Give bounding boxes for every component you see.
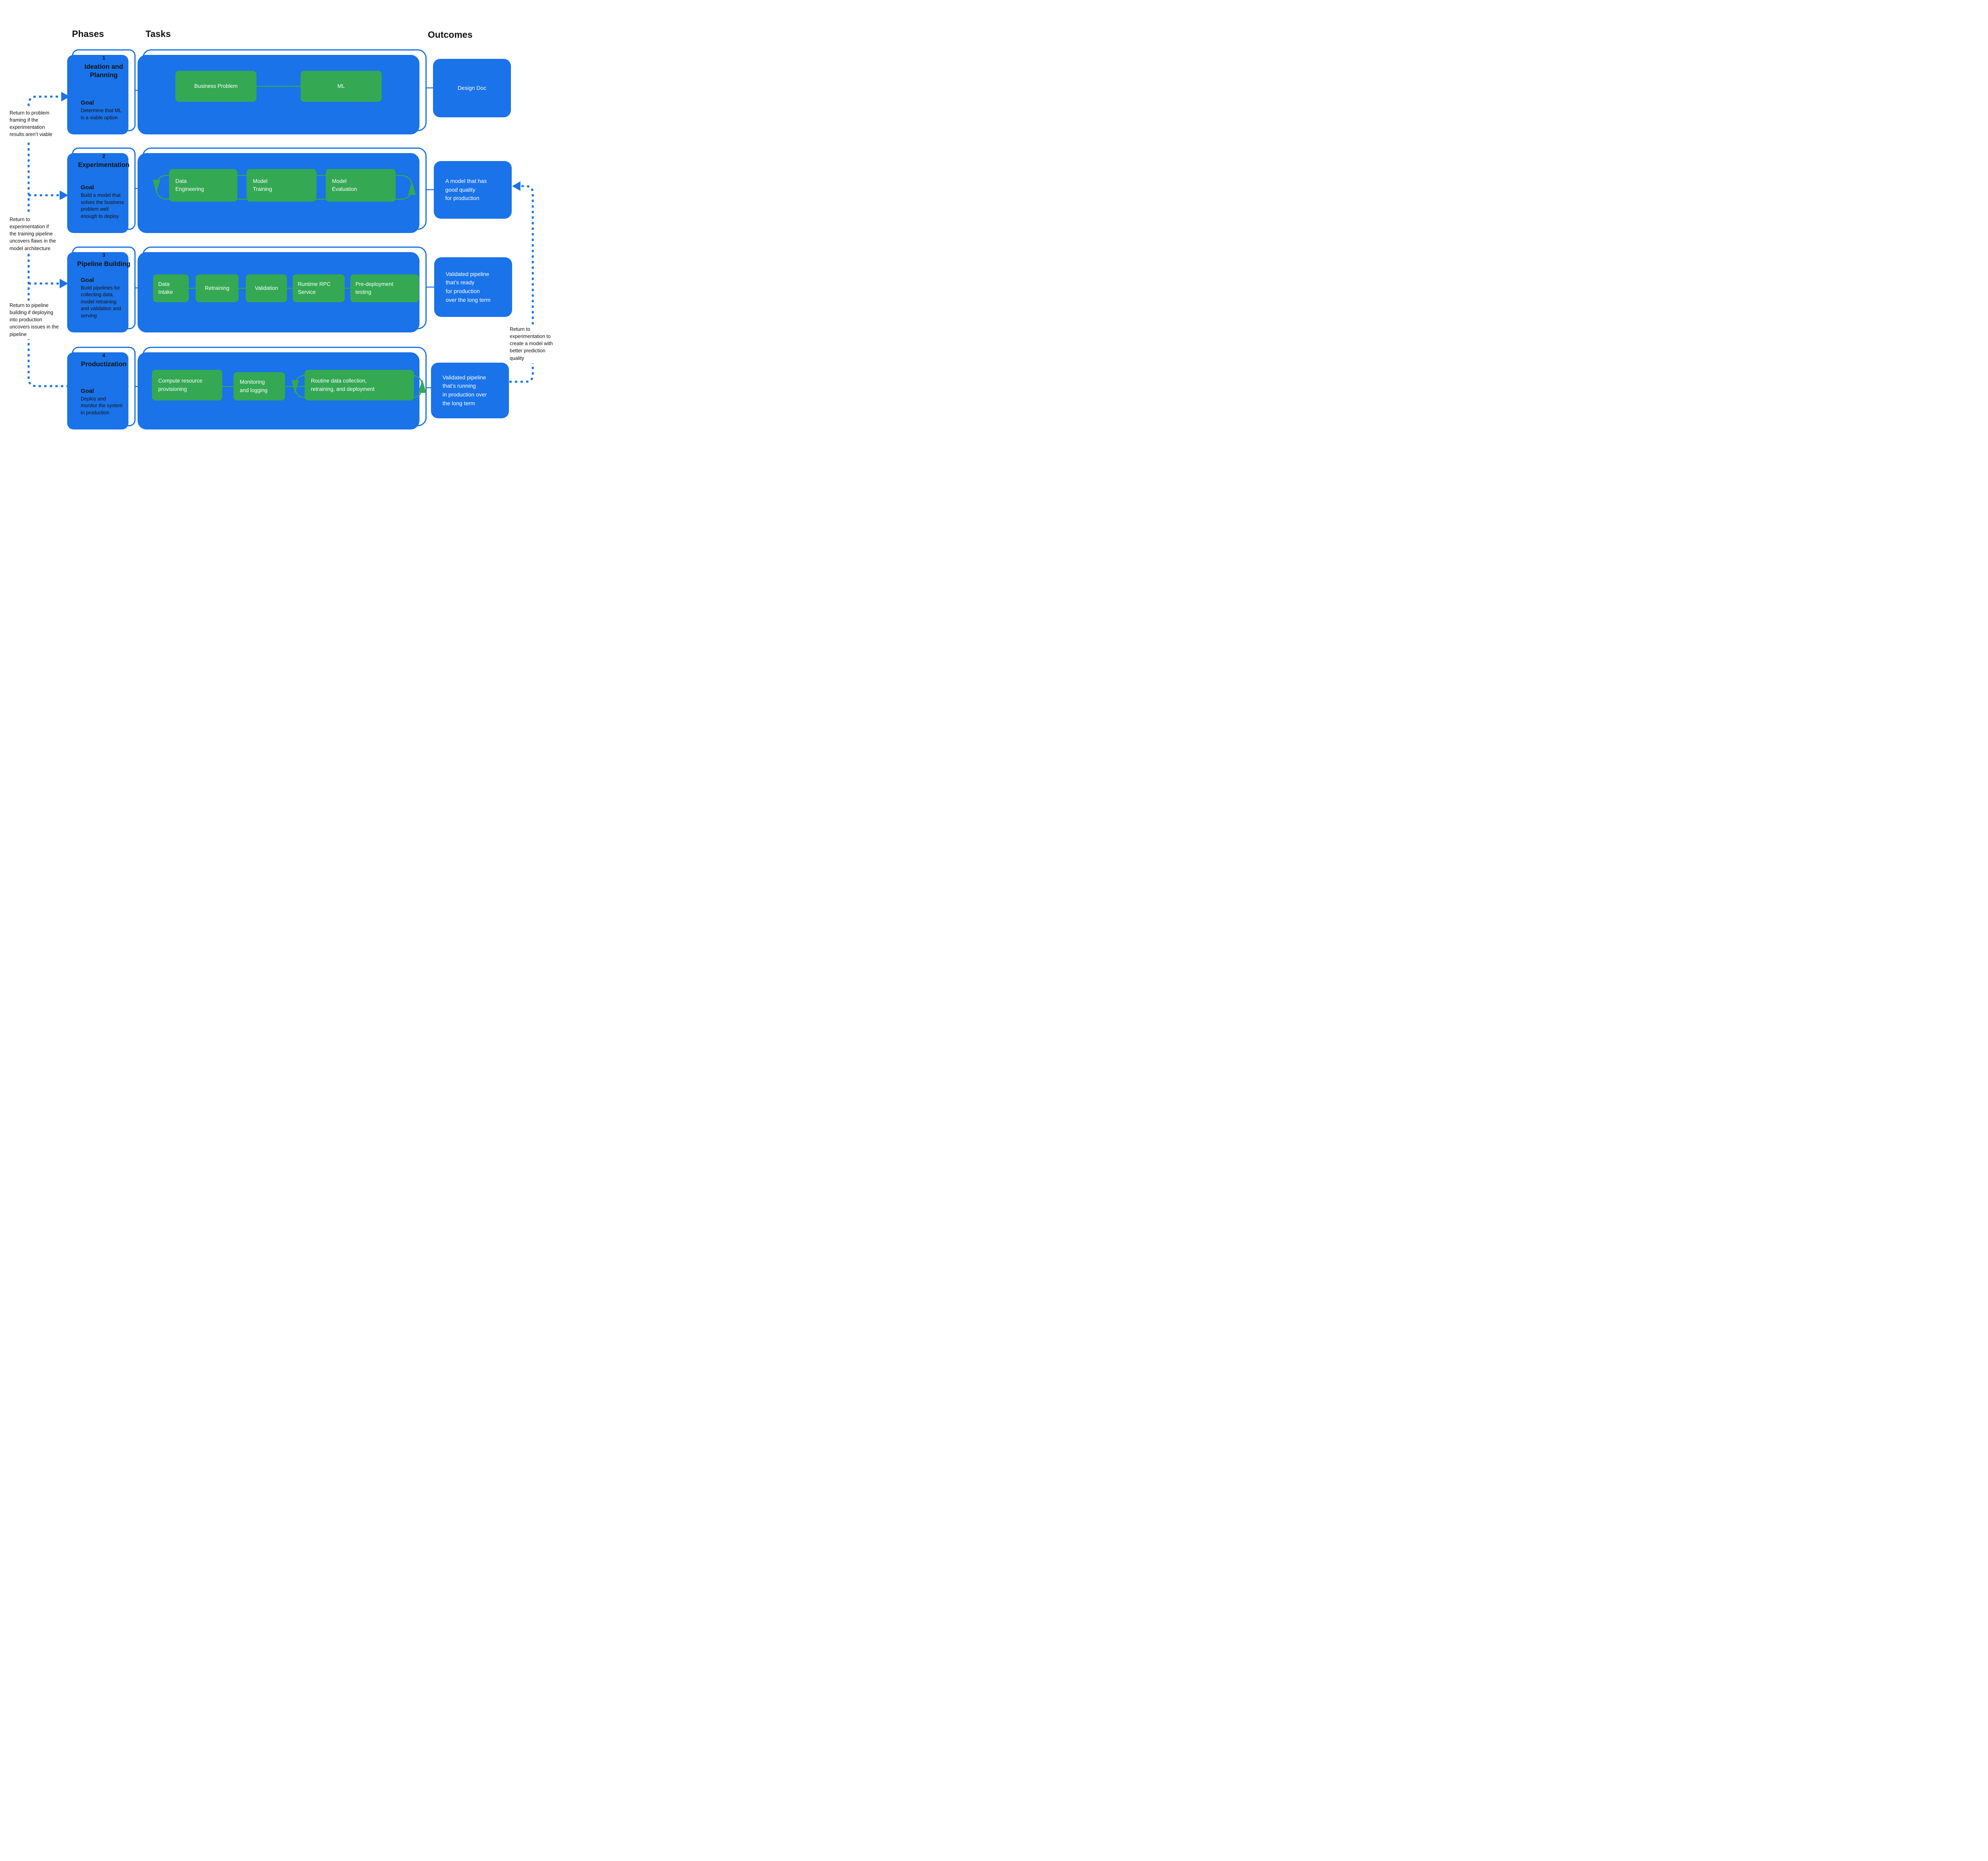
phase-card-productization: 4 Productization Goal Deploy and monitor… (67, 347, 136, 429)
task-ml: ML (301, 71, 382, 102)
task-runtime-rpc-service: Runtime RPC Service (293, 274, 345, 302)
arrowhead-to-outcome-2 (512, 181, 520, 191)
phase-title: Productization (81, 361, 127, 368)
header-outcomes: Outcomes (428, 29, 473, 40)
task-data-intake: Data Intake (153, 274, 189, 302)
phase-goal: Goal Determine that ML is a viable optio… (81, 99, 131, 121)
goal-label: Goal (81, 387, 94, 394)
mlops-phases-diagram: Phases Tasks Outcomes (0, 0, 564, 465)
phase-number: 4 (102, 352, 105, 358)
phase-title: Experimentation (78, 161, 130, 169)
phase-goal: Goal Deploy and monitor the system in pr… (81, 388, 131, 417)
task-pre-deployment-testing: Pre-deployment testing (350, 274, 419, 302)
goal-text: Determine that ML is a viable option (81, 108, 122, 120)
goal-label: Goal (81, 99, 94, 106)
note-return-pipeline-building: Return to pipeline building if deploying… (9, 301, 60, 339)
phase-title: Pipeline Building (77, 260, 130, 268)
phase-number: 3 (102, 252, 105, 258)
phase-card-experimentation: 2 Experimentation Goal Build a model tha… (67, 148, 136, 233)
phase-card-ideation: 1 Ideation and Planning Goal Determine t… (67, 49, 136, 134)
phase-number: 2 (102, 153, 105, 159)
task-model-training: Model Training (247, 169, 316, 202)
task-compute-resource-provisioning: Compute resource provisioning (152, 370, 222, 400)
phase-title: Ideation and Planning (84, 63, 123, 79)
task-model-evaluation: Model Evaluation (326, 169, 396, 202)
phase-number: 1 (102, 55, 105, 61)
outcome-validated-pipeline-ready: Validated pipeline that’s ready for prod… (434, 257, 512, 317)
outcome-validated-pipeline-running: Validated pipeline that’s running in pro… (431, 363, 509, 418)
note-return-experimentation-right: Return to experimentation to create a mo… (509, 324, 554, 363)
task-monitoring-and-logging: Monitoring and logging (233, 372, 285, 400)
goal-text: Build pipelines for collecting data, mod… (81, 285, 121, 319)
task-business-problem: Business Problem (175, 71, 256, 102)
header-tasks: Tasks (146, 29, 171, 39)
phase-goal: Goal Build a model that solves the busin… (81, 184, 131, 220)
phase-card-pipeline-building: 3 Pipeline Building Goal Build pipelines… (67, 247, 136, 332)
task-validation: Validation (246, 274, 287, 302)
outcome-model-good-quality: A model that has good quality for produc… (434, 161, 512, 219)
task-retraining: Retraining (196, 274, 239, 302)
phase-goal: Goal Build pipelines for collecting data… (81, 277, 131, 320)
outcome-design-doc: Design Doc (433, 59, 511, 117)
note-return-problem-framing: Return to problem framing if the experim… (9, 108, 53, 140)
return-paths (27, 95, 534, 387)
goal-label: Goal (81, 184, 94, 191)
note-return-experimentation-left: Return to experimentation if the trainin… (9, 215, 57, 253)
task-data-engineering: Data Engineering (169, 169, 237, 202)
goal-label: Goal (81, 276, 94, 284)
goal-text: Build a model that solves the business p… (81, 192, 124, 219)
task-routine-data-collection: Routine data collection, retraining, and… (305, 370, 414, 400)
goal-text: Deploy and monitor the system in product… (81, 396, 123, 416)
header-phases: Phases (72, 29, 104, 39)
